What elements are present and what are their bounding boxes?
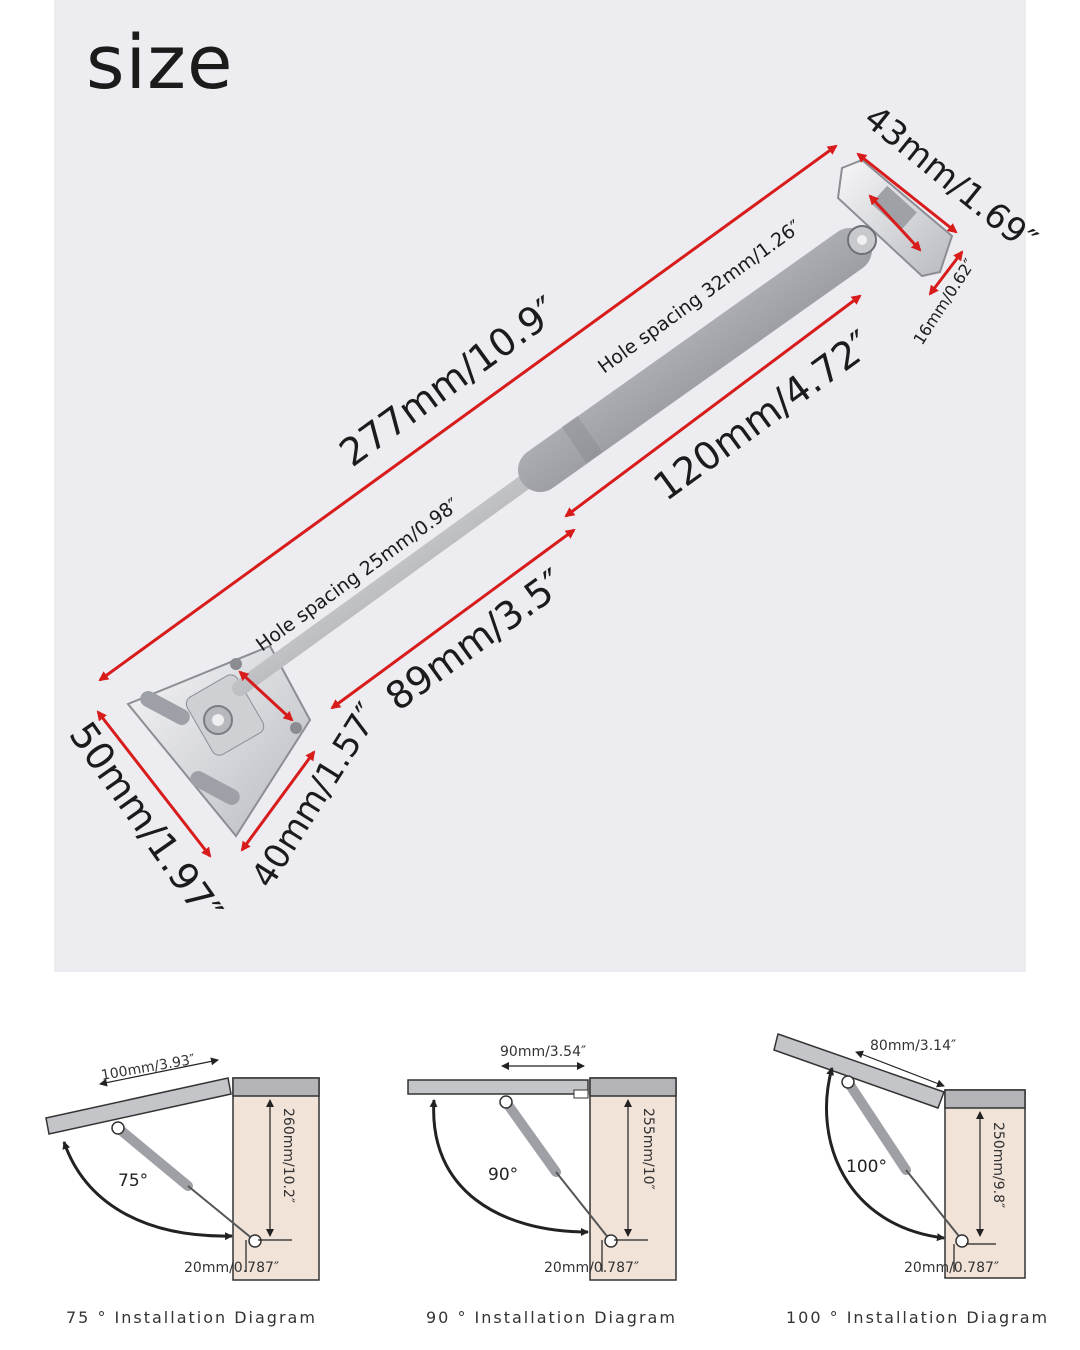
arrow-plate-width [240, 750, 316, 852]
diagram-100-horizontal: 80mm/3.14″ [870, 1038, 956, 1054]
caption-90: 90 ° Installation Diagram [426, 1308, 677, 1327]
arrow-hole-spacing-bottom [238, 670, 294, 722]
diagram-100-vertical: 250mm/9.8″ [990, 1122, 1006, 1208]
diagram-75-vertical: 260mm/10.2″ [280, 1108, 296, 1203]
gas-spring-product-drawing: 277mm/10.9″ 43mm/1.69″ 16mm/0.62″ Hole s… [61, 98, 1045, 931]
diagram-90-angle: 90° [488, 1165, 518, 1185]
arrow-mount-width [856, 152, 958, 234]
caption-100: 100 ° Installation Diagram [786, 1308, 1050, 1327]
label-total-length: 277mm/10.9″ [331, 288, 566, 475]
cabinet-door [407, 1079, 589, 1095]
cabinet-top [589, 1077, 677, 1097]
arrow-mount-depth [928, 250, 964, 296]
diagram-90-offset: 20mm/0.787″ [544, 1260, 639, 1276]
cabinet-top [944, 1089, 1026, 1109]
diagram-90-vertical: 255mm/10″ [640, 1108, 656, 1190]
diagram-75-angle: 75° [118, 1171, 148, 1191]
diagram-75-offset: 20mm/0.787″ [184, 1260, 279, 1276]
label-hole-spacing-bottom: Hole spacing 25mm/0.98″ [252, 494, 463, 656]
arrow-cylinder-length [564, 294, 862, 518]
caption-75: 75 ° Installation Diagram [66, 1308, 317, 1327]
dimension-arrows [96, 144, 964, 858]
diagram-100-offset: 20mm/0.787″ [904, 1260, 999, 1276]
cabinet-door [45, 1077, 232, 1135]
cabinet-side [589, 1077, 677, 1281]
label-rod-length: 89mm/3.5″ [377, 560, 573, 719]
diagram-90-horizontal: 90mm/3.54″ [500, 1044, 586, 1060]
cabinet-top [232, 1077, 320, 1097]
diagram-90: 90° 90mm/3.54″ 255mm/10″ 20mm/0.787″ [407, 1044, 677, 1281]
arrow-hole-spacing-top [868, 194, 922, 252]
spring-cylinder [501, 1097, 561, 1177]
page-title: size [86, 20, 234, 106]
diagram-75-horizontal: 100mm/3.93″ [100, 1052, 196, 1084]
cabinet-side [944, 1089, 1026, 1279]
cabinet-side [232, 1077, 320, 1281]
piston-rod [232, 466, 544, 696]
diagram-75: 75° 100mm/3.93″ 260mm/10.2″ 20mm/0.787″ [45, 1052, 320, 1281]
diagram-100-angle: 100° [846, 1157, 887, 1177]
arrow-total-length [98, 144, 838, 682]
arrow-rod-length [330, 528, 576, 710]
arrow-plate-height [96, 710, 212, 858]
diagram-100: 100° 80mm/3.14″ 250mm/9.8″ 20mm/0.787″ [773, 1033, 1026, 1279]
installation-diagrams: 75° 100mm/3.93″ 260mm/10.2″ 20mm/0.787″ … [45, 1033, 1026, 1281]
